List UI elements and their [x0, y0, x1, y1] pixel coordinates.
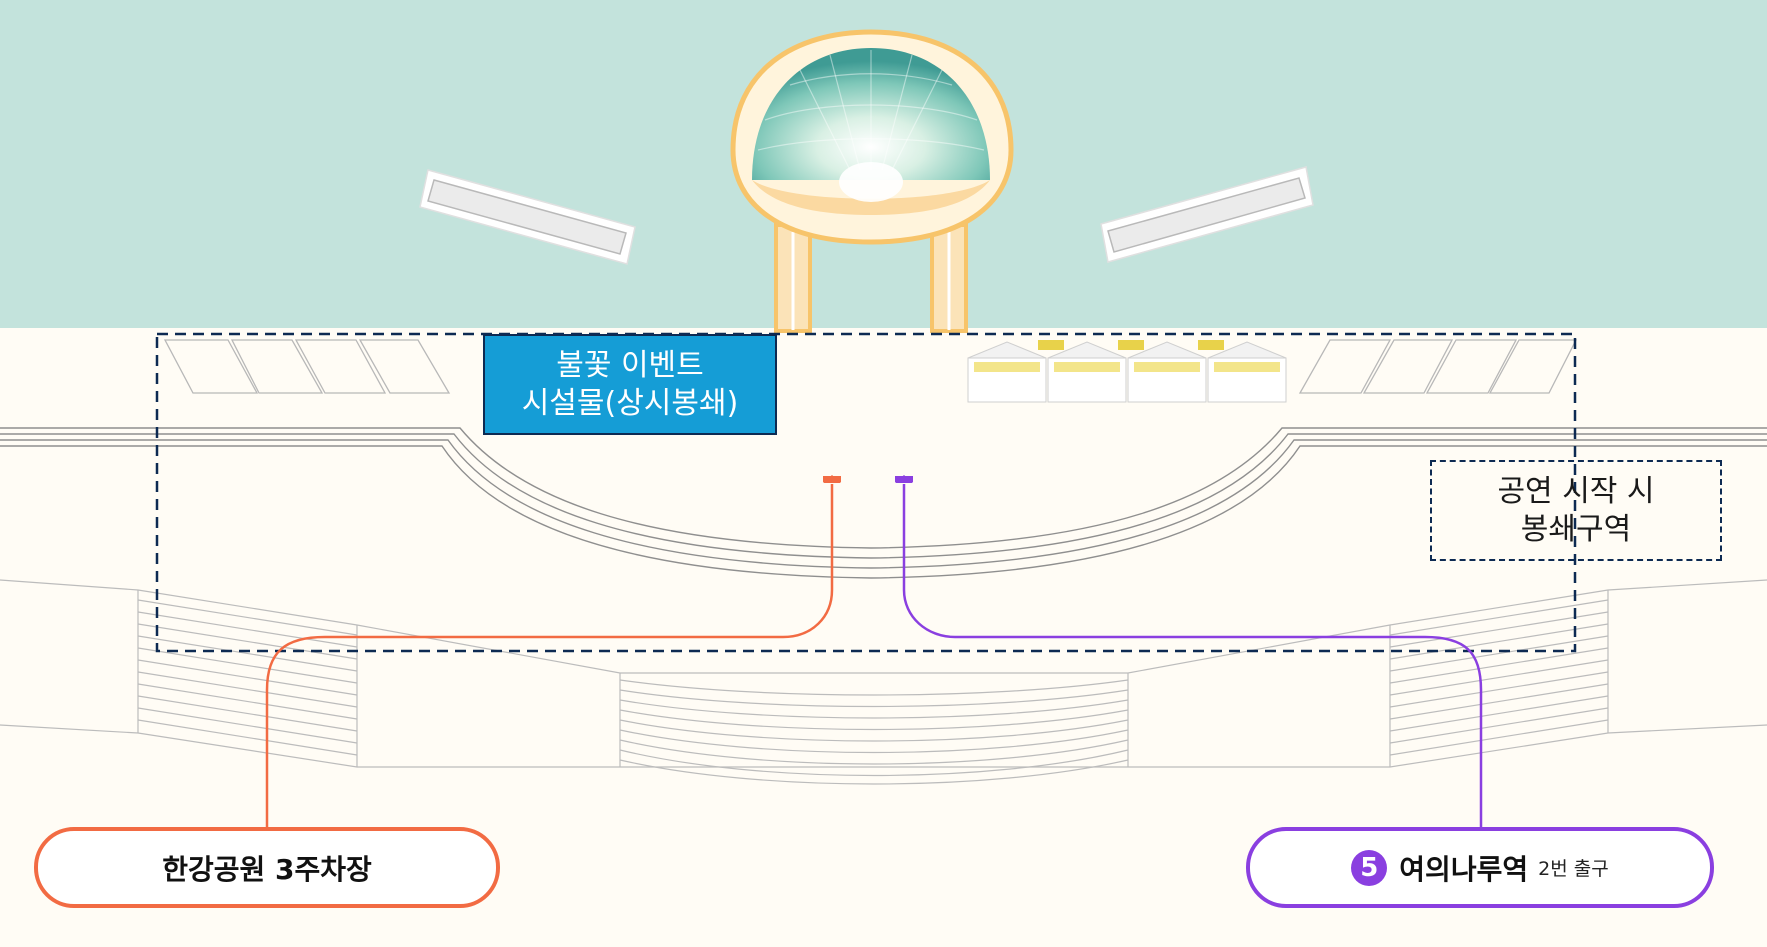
station-route-line — [902, 484, 1483, 829]
closure-zone-label: 공연 시작 시 봉쇄구역 — [1430, 460, 1722, 561]
facility-label-line1: 불꽃 이벤트 — [556, 347, 704, 383]
dome-structure — [730, 29, 1014, 245]
right-striped-area — [1298, 339, 1578, 394]
closure-label-line2: 봉쇄구역 — [1520, 511, 1632, 547]
closure-label-line1: 공연 시작 시 — [1497, 473, 1655, 509]
right-floating-platform — [1100, 166, 1314, 263]
closure-zone-border — [155, 332, 1577, 653]
parking-lot-button[interactable]: 한강공원 3주차장 — [34, 827, 500, 908]
facility-label-line2: 시설물(상시봉쇄) — [521, 385, 739, 421]
parking-route-line — [265, 484, 834, 829]
station-name: 여의나루역 — [1399, 852, 1529, 886]
dome-bridge — [774, 223, 968, 333]
station-exit-button[interactable]: 5 여의나루역 2번 출구 — [1246, 827, 1714, 908]
left-striped-area — [163, 339, 451, 394]
parking-label: 한강공원 3주차장 — [162, 852, 372, 886]
station-exit-number: 2번 출구 — [1538, 858, 1609, 880]
amphitheater-curve — [0, 427, 1767, 579]
event-tents — [967, 340, 1287, 403]
fireworks-facility-label: 불꽃 이벤트 시설물(상시봉쇄) — [483, 334, 777, 435]
subway-line-badge-icon: 5 — [1351, 849, 1388, 886]
lower-terraces — [0, 579, 1767, 785]
left-floating-platform — [419, 169, 636, 265]
